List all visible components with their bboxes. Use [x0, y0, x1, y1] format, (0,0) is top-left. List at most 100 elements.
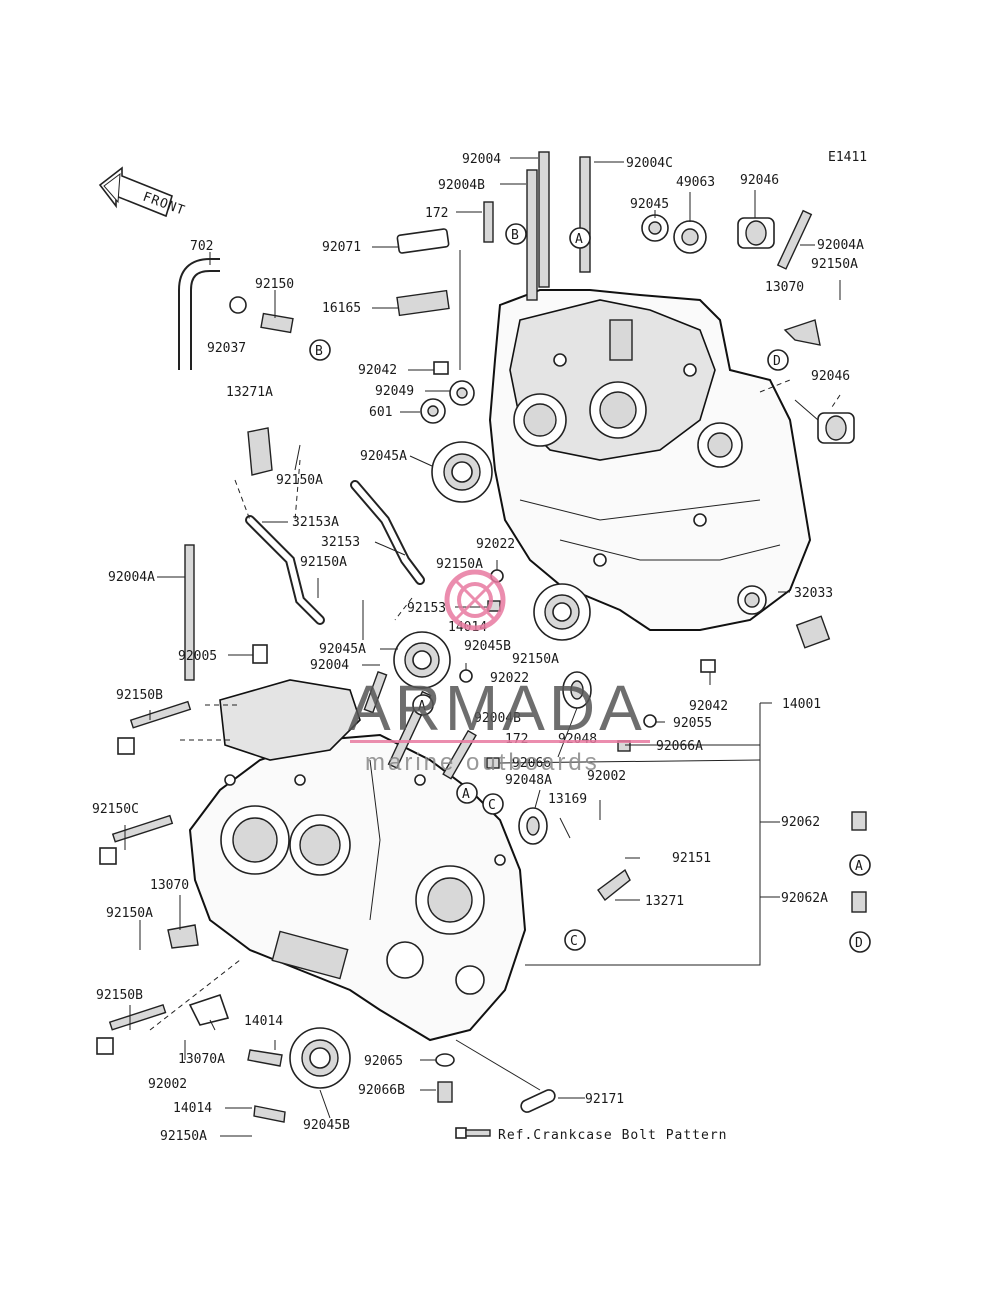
bearing-49063	[673, 220, 707, 254]
bolt-92150B-lower	[96, 1004, 167, 1055]
svg-text:C: C	[488, 798, 496, 813]
stud-92004	[538, 151, 550, 288]
oil-pipe-32153	[350, 480, 425, 585]
svg-text:A: A	[418, 699, 426, 714]
bracket-13070-left	[167, 924, 199, 949]
label-92153: 92153	[407, 601, 446, 616]
watermark-tagline: marine outboards	[365, 749, 600, 776]
bolt-ref-pattern	[455, 1127, 491, 1139]
bracket-13271A	[247, 427, 273, 476]
label-92066A: 92066A	[656, 739, 703, 754]
stud-172	[483, 201, 494, 243]
callout-circles: A B B D A A C C A D	[309, 223, 871, 953]
stud-92004-lower	[363, 670, 388, 714]
plug-92066B	[437, 1081, 453, 1103]
label-92037: 92037	[207, 341, 246, 356]
label-13271: 13271	[645, 894, 684, 909]
bearing-92046-right	[817, 412, 855, 444]
svg-text:B: B	[315, 344, 323, 359]
label-14001: 14001	[782, 697, 821, 712]
seal-601	[420, 398, 446, 424]
label-92071: 92071	[322, 240, 361, 255]
label-92150A-d: 92150A	[300, 555, 347, 570]
label-13070-left: 13070	[150, 878, 189, 893]
plate-14014-lower2	[253, 1105, 286, 1123]
diagram-code: E1411	[828, 150, 867, 165]
label-92045A-lower: 92045A	[319, 642, 366, 657]
label-92046: 92046	[740, 173, 779, 188]
label-32153: 32153	[321, 535, 360, 550]
label-92150C: 92150C	[92, 802, 139, 817]
label-49063: 49063	[676, 175, 715, 190]
reference-note: Ref.Crankcase Bolt Pattern	[498, 1128, 728, 1143]
label-92002: 92002	[587, 769, 626, 784]
label-92065: 92065	[364, 1054, 403, 1069]
hose-702	[178, 258, 220, 370]
label-92150: 92150	[255, 277, 294, 292]
stud-92004A-right	[776, 209, 813, 270]
part-number-labels: 92004 92004C 92004B 49063 92046 172 9204…	[92, 152, 864, 1144]
label-92062A: 92062A	[781, 891, 828, 906]
gasket-16165	[396, 289, 450, 317]
label-92022-lower: 92022	[490, 671, 529, 686]
label-13070A: 13070A	[178, 1052, 225, 1067]
stud-92004A-left	[184, 544, 195, 681]
label-172-lower: 172	[505, 732, 528, 747]
label-92150B: 92150B	[116, 688, 163, 703]
svg-text:B: B	[511, 228, 519, 243]
label-92066B: 92066B	[358, 1083, 405, 1098]
collar-92005	[252, 644, 268, 664]
dowel-92042-upper	[433, 361, 449, 375]
cover-13070A	[188, 993, 230, 1026]
bearing-92045B-upper	[533, 583, 591, 641]
bolt-92150B-upper	[117, 700, 192, 755]
label-92045: 92045	[630, 197, 669, 212]
plug-92062A	[851, 891, 867, 913]
label-92150A-e: 92150A	[512, 652, 559, 667]
bearing-92045A-upper	[431, 441, 493, 503]
label-92150A-bottom: 92150A	[160, 1129, 207, 1144]
plug-92062	[851, 811, 867, 831]
label-172: 172	[425, 206, 448, 221]
label-32153A: 32153A	[292, 515, 339, 530]
label-702: 702	[190, 239, 213, 254]
fitting-92150	[260, 312, 294, 334]
label-92004C: 92004C	[626, 156, 673, 171]
label-92004A: 92004A	[817, 238, 864, 253]
label-92005: 92005	[178, 649, 217, 664]
label-92062: 92062	[781, 815, 820, 830]
bearing-92045A-lower	[393, 631, 451, 689]
label-92150A-left: 92150A	[106, 906, 153, 921]
bearing-92049	[449, 380, 475, 406]
watermark-icon	[444, 569, 506, 631]
label-92048: 92048	[558, 732, 597, 747]
right-crankcase-half	[488, 289, 812, 631]
assembly-guides	[149, 379, 841, 1031]
front-arrow-icon: FRONT	[98, 166, 187, 219]
svg-text:D: D	[773, 354, 781, 369]
label-32033: 32033	[794, 586, 833, 601]
label-92045A: 92045A	[360, 449, 407, 464]
label-92022: 92022	[476, 537, 515, 552]
bearing-92045B-lower	[289, 1027, 351, 1089]
washer-92065	[435, 1053, 455, 1067]
plate-14014-lower	[247, 1049, 283, 1067]
label-92004A-left: 92004A	[108, 570, 155, 585]
dowel-92042-lower	[700, 659, 716, 673]
bracket-13070-right	[783, 319, 821, 346]
label-92150B-lower: 92150B	[96, 988, 143, 1003]
label-92046-right: 92046	[811, 369, 850, 384]
seal-92048A	[518, 807, 548, 845]
label-92004-lower: 92004	[310, 658, 349, 673]
label-601: 601	[369, 405, 392, 420]
label-13070-right: 13070	[765, 280, 804, 295]
oring-92055	[643, 714, 657, 728]
svg-text:C: C	[570, 934, 578, 949]
bracket-13271	[597, 868, 631, 902]
label-14014-lower2: 14014	[173, 1101, 212, 1116]
bearing-92046-top	[737, 217, 775, 249]
label-92150A-c: 92150A	[436, 557, 483, 572]
svg-text:A: A	[855, 859, 863, 874]
stud-92004B	[526, 169, 538, 301]
